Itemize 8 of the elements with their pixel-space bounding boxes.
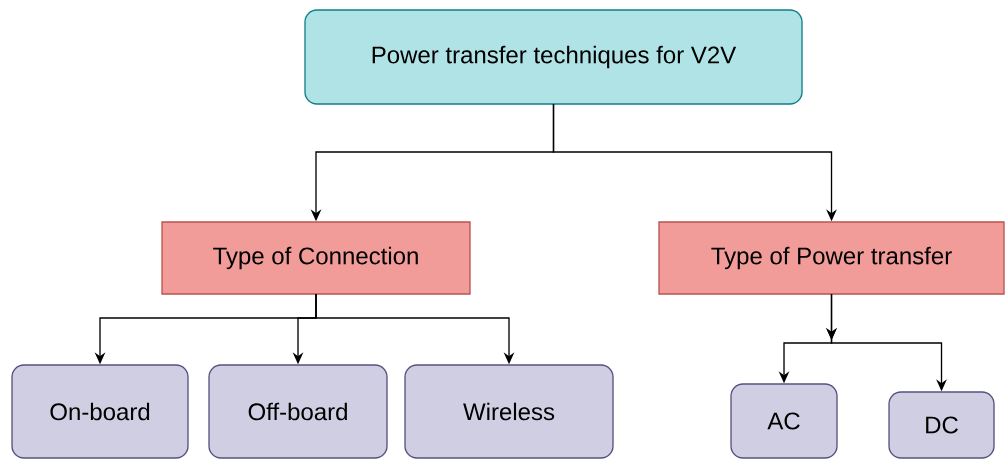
option-box: AC bbox=[730, 383, 838, 459]
title-box: Power transfer techniques for V2V bbox=[304, 9, 803, 105]
option-box: DC bbox=[888, 391, 995, 459]
category-box: Type of Power transfer bbox=[658, 221, 1005, 295]
option-box: Wireless bbox=[404, 364, 614, 459]
option-box: Off-board bbox=[208, 364, 388, 459]
category-box: Type of Connection bbox=[161, 221, 471, 295]
option-box: On-board bbox=[11, 364, 189, 459]
